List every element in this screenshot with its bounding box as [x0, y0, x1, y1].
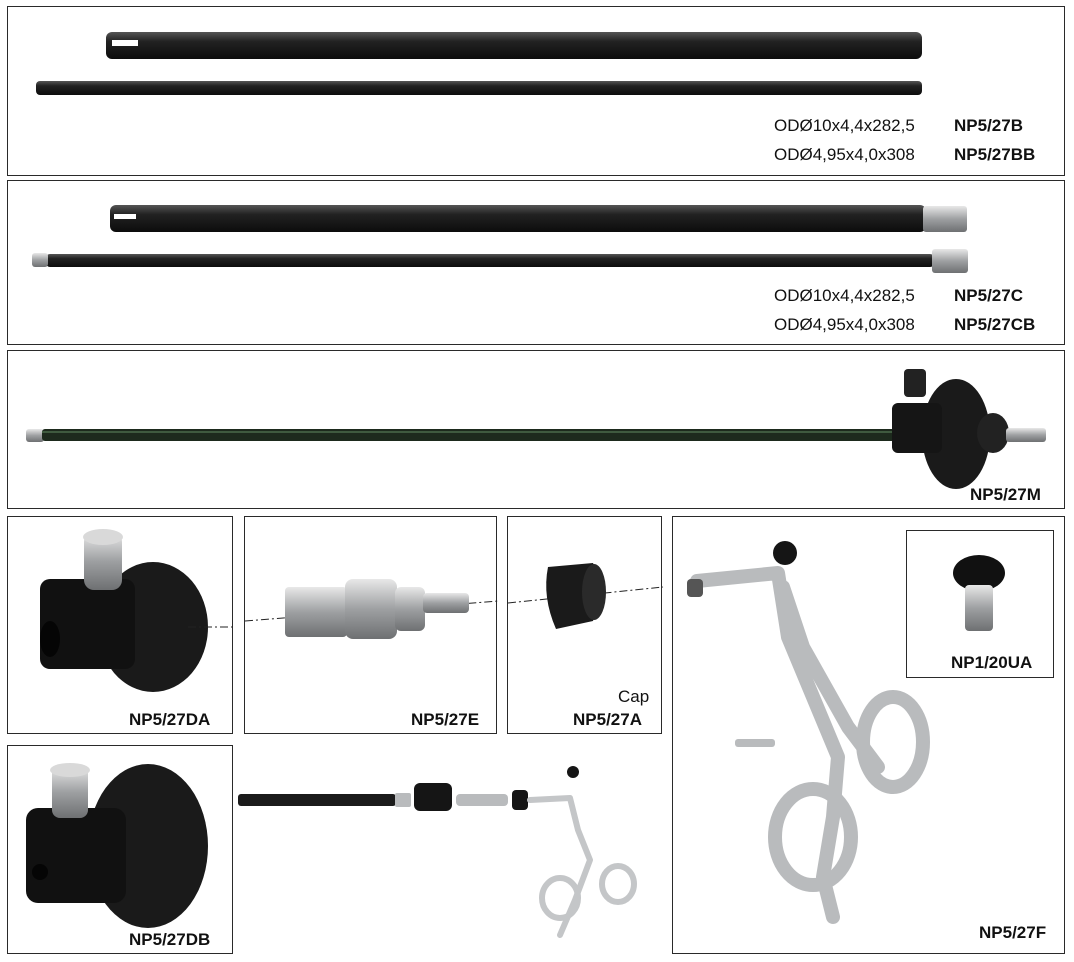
panel-np5-27m: NP5/27M	[7, 350, 1065, 509]
shaft-highlight	[42, 431, 902, 433]
knob-da-drawing	[40, 529, 234, 692]
outer-tube	[110, 205, 926, 232]
metal-end-outer	[923, 206, 967, 232]
handle-drawing	[687, 541, 930, 924]
metal-end-inner	[932, 249, 968, 273]
panel-np5-27db: NP5/27DB	[7, 745, 233, 954]
assembly-knob	[414, 783, 452, 811]
adapter-fork	[285, 587, 347, 637]
code-label: NP5/27E	[411, 710, 480, 729]
spec-row-1: ODØ10x4,4x282,5	[774, 286, 915, 305]
metal-tip	[26, 429, 44, 442]
screw-knob-drawing	[953, 555, 1005, 631]
inner-tube	[36, 81, 922, 95]
assembly-ring-1	[599, 863, 637, 905]
assembly-shaft	[238, 794, 396, 806]
knob-db-drawing	[26, 763, 208, 928]
code-label: NP5/27DB	[129, 930, 211, 949]
knob-head	[953, 555, 1005, 591]
tubes-c-drawing	[32, 205, 968, 273]
spec-row-1: ODØ10x4,4x282,5	[774, 116, 915, 135]
code-label: NP5/27M	[970, 485, 1041, 504]
assembly-cap	[512, 790, 528, 810]
code-label: NP1/20UA	[951, 653, 1033, 672]
assembled-instrument-drawing	[26, 369, 1046, 489]
assembly-handle-arm	[527, 795, 593, 938]
cap-drawing	[507, 563, 664, 629]
adapter-ring	[395, 587, 425, 631]
assembly-collar	[395, 793, 411, 807]
code-row-2: NP5/27CB	[954, 315, 1036, 334]
spec-row-2: ODØ4,95x4,0x308	[774, 145, 915, 164]
panel-np1-20ua: NP1/20UA	[906, 530, 1054, 678]
screw-sleeve	[84, 532, 122, 590]
adapter-e-drawing	[244, 579, 499, 639]
assembly-ring-2	[539, 875, 581, 921]
axis-line	[507, 586, 664, 604]
spec-row-2: ODØ4,95x4,0x308	[774, 315, 915, 334]
tube-slot	[114, 214, 136, 219]
screw-sleeve	[52, 766, 88, 818]
screw-top	[83, 529, 123, 545]
panel-np5-27c: ODØ10x4,4x282,5 NP5/27C ODØ4,95x4,0x308 …	[7, 180, 1065, 345]
finger-ring-2	[768, 782, 858, 892]
bore-hole	[40, 621, 60, 657]
panel-np5-27a: Cap NP5/27A	[507, 516, 664, 734]
code-label: NP5/27A	[573, 710, 642, 729]
code-label: NP5/27DA	[129, 710, 211, 729]
knob-block	[892, 403, 942, 453]
bore-hole	[32, 864, 48, 880]
code-row-1: NP5/27C	[954, 286, 1023, 305]
adapter-pin	[423, 593, 469, 613]
rear-pin	[1006, 428, 1046, 442]
tubes-b-drawing	[36, 32, 922, 95]
top-screw-knob	[773, 541, 797, 565]
knob-cap	[977, 413, 1009, 453]
cap-caption: Cap	[618, 687, 650, 706]
panel-np5-27da: NP5/27DA	[7, 516, 234, 734]
panel-np5-27e: NP5/27E	[244, 516, 499, 734]
assembly-screw-knob	[567, 766, 579, 778]
inner-tube	[46, 254, 934, 267]
knob-stem	[965, 585, 993, 631]
cap-face	[582, 564, 606, 620]
top-screw	[904, 369, 926, 397]
outer-tube	[106, 32, 922, 59]
adapter-body	[345, 579, 397, 639]
metal-tip-inner	[32, 253, 48, 267]
screw-top	[50, 763, 90, 777]
front-tab	[735, 739, 775, 747]
panel-np5-27b: ODØ10x4,4x282,5 NP5/27B ODØ4,95x4,0x308 …	[7, 6, 1065, 176]
assembly-adapter	[456, 794, 508, 806]
knob-block	[26, 808, 126, 903]
code-row-2: NP5/27BB	[954, 145, 1036, 164]
finger-ring-1	[856, 690, 930, 794]
front-bore	[687, 579, 703, 597]
tube-slot	[112, 40, 138, 46]
code-row-1: NP5/27B	[954, 116, 1023, 135]
knob-block	[40, 579, 135, 669]
code-label: NP5/27F	[979, 923, 1047, 942]
